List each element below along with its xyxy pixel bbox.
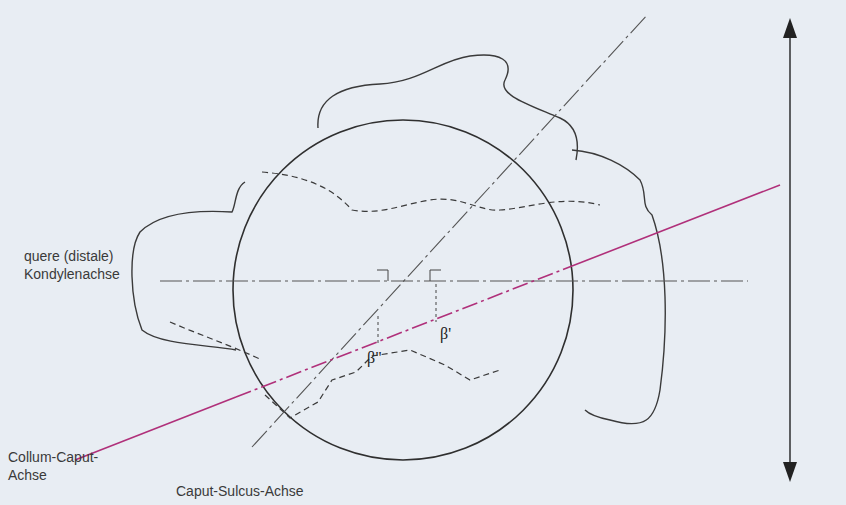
- angle-label: β": [367, 349, 382, 367]
- angle-leader: [436, 284, 437, 322]
- angle-leader: [378, 316, 379, 346]
- arrow-head: [783, 462, 797, 482]
- dashed-contour-left: [170, 322, 262, 360]
- dashed-contour-lower: [265, 350, 500, 418]
- femoral-head-circle: [233, 120, 573, 460]
- condyle-axis: [160, 280, 748, 281]
- orientation-arrow: [789, 36, 790, 462]
- right-angle-mark: [377, 270, 388, 281]
- collum-caput-axis: [75, 397, 236, 460]
- collum-caput-axis: [572, 185, 780, 266]
- arrow-head: [783, 18, 797, 38]
- condyle-outline-top: [318, 55, 577, 160]
- dashed-contour-upper: [262, 172, 600, 211]
- axis-label: Caput-Sulcus-Achse: [176, 482, 304, 500]
- condyle-outline-right: [572, 150, 665, 424]
- collum-caput-axis: [236, 266, 572, 397]
- condyle-outline-left: [132, 182, 245, 350]
- axis-label: quere (distale) Kondylenachse: [24, 247, 146, 283]
- right-angle-mark: [430, 270, 441, 281]
- caput-sulcus-axis: [252, 14, 648, 447]
- angle-label: β': [440, 325, 451, 343]
- axis-label: Collum-Caput-Achse: [8, 448, 100, 484]
